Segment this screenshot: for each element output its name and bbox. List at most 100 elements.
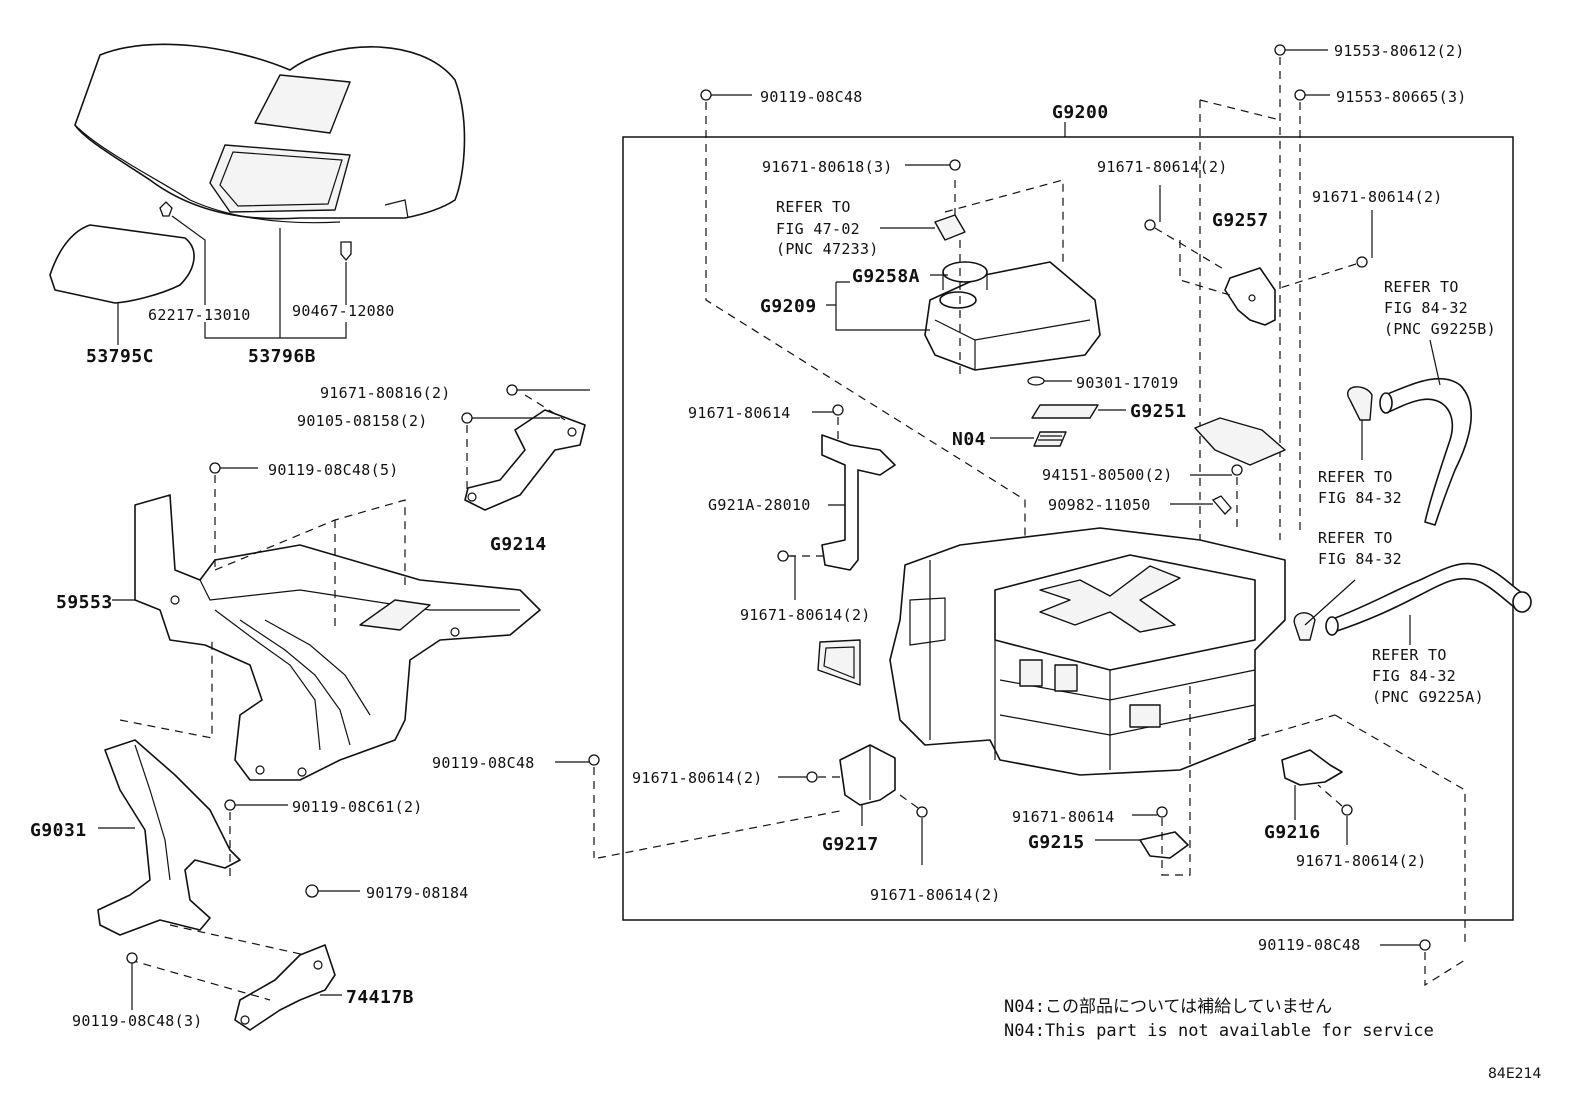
gasket-inverter [817, 639, 861, 686]
label-53795C: 53795C [86, 346, 154, 367]
bolt-91553-80665 [1294, 89, 1306, 101]
reservoir-tank-G9209 [924, 261, 1101, 371]
label-74417B: 74417B [346, 987, 414, 1008]
label-59553: 59553 [56, 592, 113, 613]
bolt-90119-08C61 [224, 799, 236, 811]
label-G9209: G9209 [760, 296, 817, 317]
label-53796B: 53796B [248, 346, 316, 367]
nut-90179-08184 [305, 884, 319, 898]
label-sheet-G9251 [1031, 404, 1099, 419]
inverter-assembly [889, 527, 1286, 776]
label-refer-8432-b2: FIG 84-32 [1384, 299, 1468, 317]
bracket-G9214 [464, 409, 586, 511]
bolt-91671-80614-g [916, 806, 928, 818]
label-90179-08184: 90179-08184 [366, 884, 469, 902]
bolt-90105-08158 [461, 412, 473, 424]
engine-cover-53796B [74, 43, 466, 224]
label-90301-17019: 90301-17019 [1076, 374, 1179, 392]
label-90119-08C61: 90119-08C61(2) [292, 798, 423, 816]
bolt-91671-80614-h [1156, 806, 1168, 818]
pin-90982 [1211, 495, 1232, 515]
label-62217-13010: 62217-13010 [148, 306, 251, 324]
bolt-91671-80618 [949, 159, 961, 171]
tray-59553 [134, 494, 541, 781]
bolt-91671-80614-b [777, 550, 789, 562]
label-90982-11050: 90982-11050 [1048, 496, 1151, 514]
label-refer-8432-b1: REFER TO [1384, 278, 1459, 296]
label-refer-4702-a: REFER TO [776, 198, 851, 216]
cover-pad-53795C [49, 224, 195, 304]
label-90467-12080: 90467-12080 [292, 302, 395, 320]
bolt-91671-80614-d [1356, 256, 1368, 268]
bracket-G9257 [1224, 267, 1276, 326]
label-91671-80614-g: 91671-80614(2) [870, 886, 1001, 904]
label-refer-8432-m2: FIG 84-32 [1318, 489, 1402, 507]
note-en: N04:This part is not available for servi… [1004, 1021, 1434, 1041]
bolt-91671-80614-e [806, 771, 818, 783]
clip-62217 [159, 201, 173, 217]
label-90119-08C48-top: 90119-08C48 [760, 88, 863, 106]
label-G9031: G9031 [30, 820, 87, 841]
bolt-90119-08C48-br [1419, 939, 1431, 951]
gasket-90301 [1027, 376, 1045, 386]
bracket-clamp-94151 [1194, 417, 1286, 466]
hose-clamp-b [1347, 386, 1373, 421]
label-91671-80816: 91671-80816(2) [320, 384, 451, 402]
bolt-94151-80500 [1231, 464, 1243, 476]
label-91553-80665: 91553-80665(3) [1336, 88, 1467, 106]
label-N04: N04 [952, 429, 986, 450]
clamp-47233 [934, 214, 966, 241]
label-91671-80614-c: 91671-80614(2) [1097, 158, 1228, 176]
label-refer-8432-a2: FIG 84-32 [1372, 667, 1456, 685]
bracket-G9031 [97, 739, 241, 936]
bolt-91671-80614-a [832, 404, 844, 416]
bracket-G9215 [1139, 831, 1189, 859]
bolt-90119-08C48-5 [209, 462, 221, 474]
label-refer-8432-n1: REFER TO [1318, 529, 1393, 547]
label-90105-08158: 90105-08158(2) [297, 412, 428, 430]
bracket-G921A [821, 434, 896, 571]
bolt-90119-08C48-mid [588, 754, 600, 766]
label-94151-80500: 94151-80500(2) [1042, 466, 1173, 484]
label-G9214: G9214 [490, 534, 547, 555]
label-90119-08C48-5: 90119-08C48(5) [268, 461, 399, 479]
bolt-91671-80614-c [1144, 219, 1156, 231]
label-91671-80614-a: 91671-80614 [688, 404, 791, 422]
label-refer-8432-a1: REFER TO [1372, 646, 1447, 664]
label-91671-80614-f: 91671-80614(2) [632, 769, 763, 787]
label-G9258A: G9258A [852, 266, 920, 287]
bolt-90119-08C48-3 [126, 952, 138, 964]
label-refer-4702-b: FIG 47-02 [776, 220, 860, 238]
bracket-G9217 [839, 744, 896, 806]
group-label: G9200 [1052, 102, 1109, 123]
label-91671-80618: 91671-80618(3) [762, 158, 893, 176]
label-refer-8432-a3: (PNC G9225A) [1372, 688, 1484, 706]
figure-code: 84E214 [1488, 1066, 1541, 1082]
label-91671-80614-h: 91671-80614(2) [1296, 852, 1427, 870]
bolt-91553-80612 [1274, 44, 1286, 56]
label-refer-8432-n2: FIG 84-32 [1318, 550, 1402, 568]
label-91553-80612: 91553-80612(2) [1334, 42, 1465, 60]
label-90119-08C48-mid: 90119-08C48 [432, 754, 535, 772]
hose-clamp-a [1293, 612, 1316, 641]
bracket-74417B [234, 944, 336, 1031]
label-90119-08C48-br: 90119-08C48 [1258, 936, 1361, 954]
label-90119-08C48-3: 90119-08C48(3) [72, 1012, 203, 1030]
label-G9251: G9251 [1130, 401, 1187, 422]
note-jp: N04:この部品については補給していません [1004, 997, 1332, 1017]
label-refer-8432-b3: (PNC G9225B) [1384, 320, 1496, 338]
bolt-91671-80614-i [1341, 804, 1353, 816]
label-91671-80614-e: 91671-80614 [1012, 808, 1115, 826]
label-G9216: G9216 [1264, 822, 1321, 843]
sheet-N04 [1033, 431, 1067, 447]
bolt-90119-08C48-top [700, 89, 712, 101]
bolt-91671-80816 [506, 384, 518, 396]
label-G9217: G9217 [822, 834, 879, 855]
label-G921A-28010: G921A-28010 [708, 496, 811, 514]
hose-G9225B [1379, 377, 1472, 526]
label-G9257: G9257 [1212, 210, 1269, 231]
label-refer-4702-c: (PNC 47233) [776, 240, 879, 258]
bracket-G9216 [1281, 749, 1343, 786]
